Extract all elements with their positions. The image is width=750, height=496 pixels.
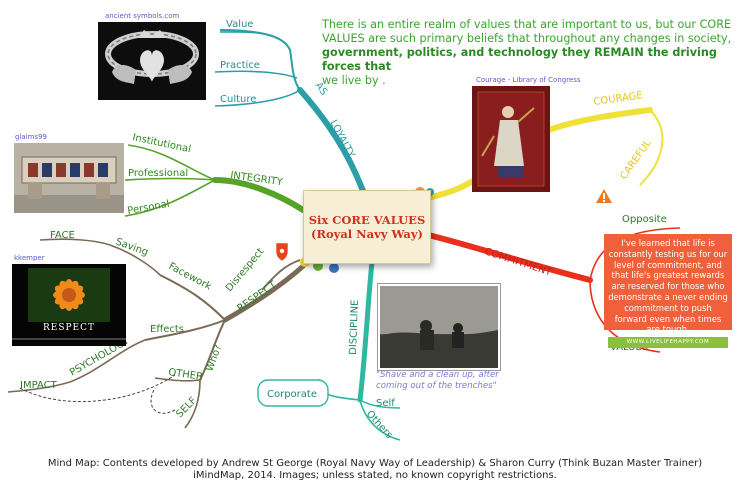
integrity-child-institutional: Institutional <box>131 132 192 155</box>
commitment-quote-site: WWW.LIVELIFEHAPPY.COM <box>608 337 728 348</box>
impact-label: IMPACT <box>20 380 58 391</box>
loyalty-child-culture: Culture <box>220 94 256 105</box>
effects-line <box>144 319 226 341</box>
respect-label: RESPECT <box>235 279 279 314</box>
trenches-quote: "Shave and a clean up, after coming out … <box>376 370 499 391</box>
discipline-branch <box>357 259 375 403</box>
discipline-self-label: Self <box>376 398 395 409</box>
discipline-others-line <box>359 399 401 441</box>
trenches-scene-icon <box>380 286 498 368</box>
intro-line-3: government, politics, and technology the… <box>322 46 717 73</box>
self-line <box>184 379 201 429</box>
integrity-child-personal: Personal <box>127 199 171 217</box>
intro-line-2: VALUES are such primary beliefs that thr… <box>322 32 732 45</box>
effects-label: Effects <box>150 324 184 335</box>
integrity-institutional-line <box>127 144 216 181</box>
discipline-label: DISCIPLINE <box>348 299 361 355</box>
trenches-photo <box>378 284 500 370</box>
discipline-corporate-line <box>327 393 361 401</box>
loyalty-label: LOYALTY <box>327 118 356 160</box>
courage-figure-icon <box>472 86 550 192</box>
facework-line <box>159 274 226 321</box>
careful-branch <box>639 109 664 186</box>
integrity-bench-image <box>14 143 124 213</box>
integrity-personal-line <box>124 179 216 217</box>
warning-icon <box>596 189 612 203</box>
who-label: Who? <box>204 343 224 373</box>
discipline-others-label: Others <box>364 409 395 441</box>
commitment-quote-box: I've learned that life is constantly tes… <box>604 234 732 348</box>
shield-icon <box>275 242 289 262</box>
other-line <box>154 377 201 382</box>
loyalty-child-practice: Practice <box>220 60 260 71</box>
flower-poster-icon <box>12 264 126 346</box>
central-topic-line-2: (Royal Navy Way) <box>311 227 423 241</box>
loyalty-child-value: Value <box>226 19 253 30</box>
loyalty-branch <box>297 87 368 199</box>
claddagh-caption: ancient symbols.com <box>105 12 180 20</box>
central-topic-line-1: Six CORE VALUES <box>308 213 426 227</box>
other-label: OTHER <box>168 367 204 383</box>
loyalty-value-line <box>219 31 291 51</box>
courage-caption: Courage - Library of Congress <box>476 76 581 84</box>
intro-line-1: There is an entire realm of values that … <box>322 18 732 31</box>
courage-image <box>472 86 550 192</box>
integrity-branch <box>212 177 306 213</box>
claddagh-image <box>98 22 206 100</box>
disrespect-label: Disrespect <box>224 246 266 294</box>
mosaic-bench-icon <box>14 143 124 213</box>
saving-line <box>109 244 161 276</box>
corporate-box <box>257 379 329 407</box>
respect-caption: kkemper <box>14 254 45 262</box>
intro-text: There is an entire realm of values that … <box>322 18 732 88</box>
credit-line-1: Mind Map: Contents developed by Andrew S… <box>47 458 703 469</box>
face-label: FACE <box>50 230 75 241</box>
claddagh-emblem-icon <box>98 22 206 100</box>
psychology-dashed-arrow <box>19 374 176 403</box>
courage-label: COURAGE <box>593 90 644 108</box>
who-line <box>199 319 226 381</box>
integrity-professional-line <box>124 177 216 181</box>
credit-line-2: iMindMap, 2014. Images; unless stated, n… <box>193 470 557 481</box>
intro-line-4: we live by . <box>322 74 386 87</box>
credit-text: Mind Map: Contents developed by Andrew S… <box>0 458 750 482</box>
integrity-caption: glaims99 <box>15 133 47 141</box>
respect-poster-title: RESPECT <box>42 323 96 333</box>
face-line <box>39 238 111 246</box>
impact-line <box>7 381 71 393</box>
commitment-branch <box>425 232 593 283</box>
disrespect-line <box>261 259 301 291</box>
integrity-child-professional: Professional <box>128 168 188 179</box>
corporate-label: Corporate <box>267 389 317 400</box>
facework-label: Facework <box>167 261 214 293</box>
commitment-label: COMMITMENT <box>483 246 554 278</box>
commitment-quote-text: I've learned that life is constantly tes… <box>608 238 728 335</box>
psychology-line <box>69 339 146 383</box>
self-other-dashed-arrow <box>150 387 176 414</box>
opposite-label: Opposite <box>622 214 667 225</box>
loyalty-culture-line <box>214 89 301 107</box>
loyalty-practice-line <box>214 70 298 79</box>
central-topic: Six CORE VALUES (Royal Navy Way) <box>303 190 431 264</box>
discipline-self-line <box>359 399 401 409</box>
respect-poster-image: RESPECT <box>12 264 126 346</box>
blue-dot-icon <box>329 263 339 273</box>
